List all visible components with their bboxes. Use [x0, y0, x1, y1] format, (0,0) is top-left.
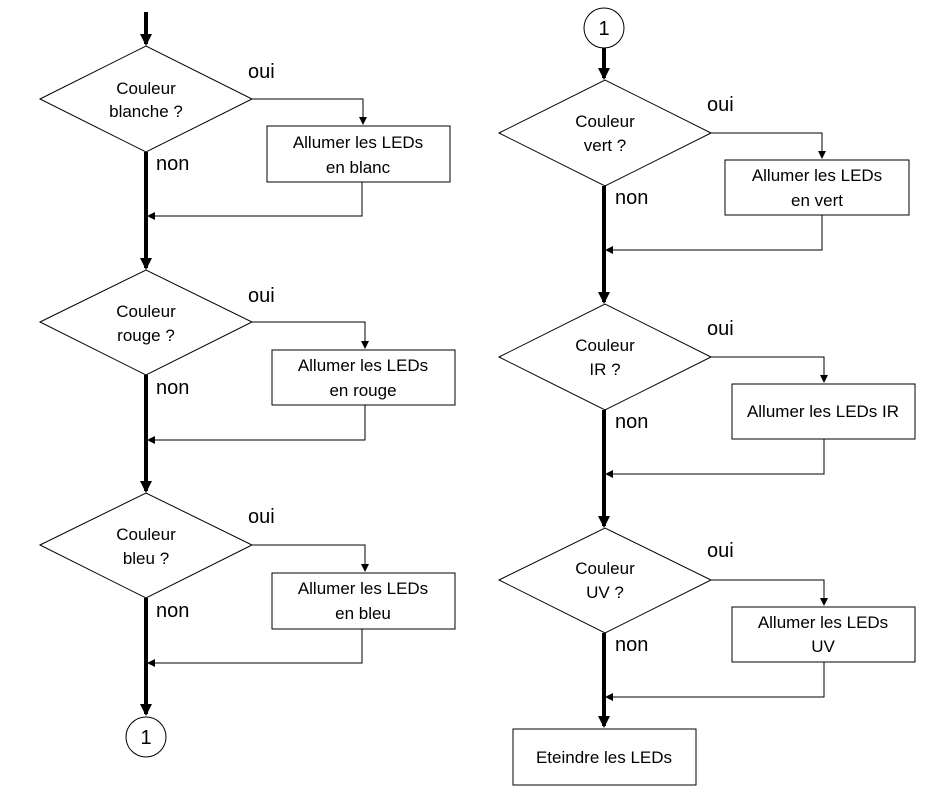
no-label: non [156, 153, 189, 175]
decision-diamond [38, 492, 254, 599]
decision-diamond [497, 527, 713, 634]
yes-arrow [711, 579, 828, 606]
return-arrow [605, 439, 825, 478]
action-label-line1: Allumer les LEDs [293, 133, 423, 152]
action-label-line2: en vert [791, 191, 843, 210]
action-label-line2: en bleu [335, 604, 391, 623]
action-label-line2: en rouge [329, 381, 396, 400]
yes-label: oui [707, 318, 734, 340]
action-box [724, 159, 910, 216]
no-label: non [156, 600, 189, 622]
decision-bleu: Couleur bleu ? oui non Allumer les LEDs … [38, 492, 456, 667]
connector-circle [125, 716, 167, 758]
decision-diamond [38, 269, 254, 376]
decision-label-line1: Couleur [116, 525, 176, 544]
end-label: Eteindre les LEDs [536, 748, 672, 767]
yes-label: oui [707, 540, 734, 562]
decision-diamond [38, 45, 254, 153]
no-label: non [615, 187, 648, 209]
yes-arrow [252, 98, 367, 125]
decision-label-line2: UV ? [586, 583, 624, 602]
action-label-line1: Allumer les LEDs [298, 579, 428, 598]
connector-on-page: 1 [583, 7, 625, 49]
no-label: non [615, 634, 648, 656]
action-label-line2: UV [811, 637, 835, 656]
decision-vert: Couleur vert ? oui non Allumer les LEDs … [497, 79, 910, 254]
action-box [266, 125, 451, 183]
return-arrow [605, 215, 823, 254]
yes-label: oui [248, 61, 275, 83]
decision-ir: Couleur IR ? oui non Allumer les LEDs IR [497, 303, 916, 478]
decision-label-line2: IR ? [589, 360, 620, 379]
no-label: non [156, 377, 189, 399]
decision-label-line1: Couleur [575, 559, 635, 578]
decision-label-line1: Couleur [116, 79, 176, 98]
decision-label-line1: Couleur [575, 336, 635, 355]
decision-label-line2: bleu ? [123, 549, 169, 568]
yes-arrow [711, 356, 828, 383]
action-label-line1: Allumer les LEDs [298, 356, 428, 375]
return-arrow [147, 182, 363, 220]
connector-label: 1 [598, 18, 609, 40]
decision-diamond [497, 303, 713, 411]
action-box [271, 572, 456, 630]
yes-label: oui [248, 506, 275, 528]
yes-label: oui [248, 285, 275, 307]
decision-diamond [497, 79, 713, 187]
end-action: Eteindre les LEDs [512, 728, 697, 786]
decision-label-line1: Couleur [575, 112, 635, 131]
decision-uv: Couleur UV ? oui non Allumer les LEDs UV [497, 527, 916, 701]
decision-label-line2: blanche ? [109, 102, 183, 121]
no-label: non [615, 411, 648, 433]
action-label: Allumer les LEDs IR [747, 402, 899, 421]
decision-rouge: Couleur rouge ? oui non Allumer les LEDs… [38, 269, 456, 444]
connector-label: 1 [140, 727, 151, 749]
yes-arrow [252, 321, 369, 349]
action-label-line1: Allumer les LEDs [752, 166, 882, 185]
yes-label: oui [707, 94, 734, 116]
decision-label-line2: vert ? [584, 136, 627, 155]
yes-arrow [711, 132, 826, 159]
action-label-line2: en blanc [326, 158, 391, 177]
decision-blanche: Couleur blanche ? oui non Allumer les LE… [38, 45, 451, 220]
return-arrow [147, 405, 366, 444]
action-label-line1: Allumer les LEDs [758, 613, 888, 632]
return-arrow [147, 629, 363, 667]
yes-arrow [252, 544, 369, 572]
decision-label-line1: Couleur [116, 302, 176, 321]
end-box [512, 728, 697, 786]
decision-label-line2: rouge ? [117, 326, 175, 345]
action-box [271, 349, 456, 406]
return-arrow [605, 662, 825, 701]
connector-off-page: 1 [125, 716, 167, 758]
